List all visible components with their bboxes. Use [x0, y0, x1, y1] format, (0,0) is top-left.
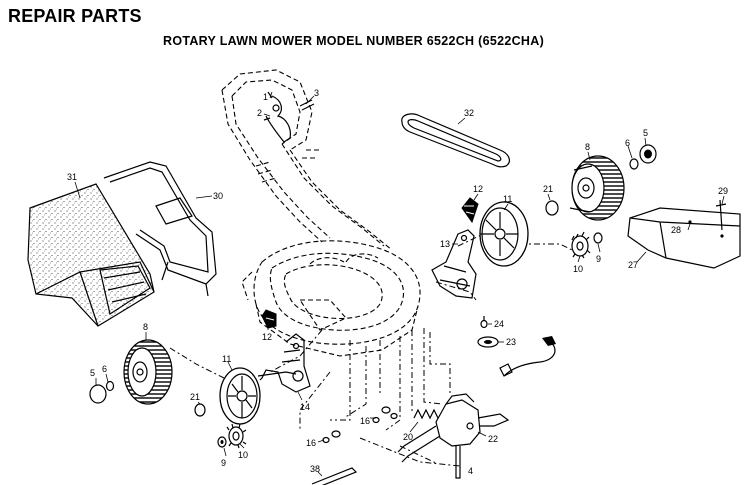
callout-5b: 5 — [90, 368, 95, 378]
page-title: REPAIR PARTS — [8, 6, 142, 26]
callout-14: 14 — [300, 402, 310, 412]
callout-23: 23 — [506, 337, 516, 347]
callout-31: 31 — [67, 172, 77, 182]
drive-belt-part — [401, 113, 510, 168]
callout-12b: 12 — [262, 332, 272, 342]
rear-wheel-right-part — [569, 155, 625, 221]
callout-38: 38 — [310, 464, 320, 474]
grass-bag-part — [27, 183, 155, 327]
callout-27: 27 — [628, 260, 638, 270]
transmission-part — [397, 393, 510, 479]
callout-9b: 9 — [221, 458, 226, 468]
drive-cable-part — [499, 336, 556, 377]
rear-deflector-part — [627, 199, 741, 269]
callout-10a: 10 — [573, 264, 583, 274]
handle-assembly-dashed — [221, 69, 393, 251]
callout-22: 22 — [488, 434, 498, 444]
callout-30: 30 — [213, 191, 223, 201]
height-adjuster-left-part — [257, 333, 311, 393]
washer-right-part — [545, 200, 559, 216]
callout-8b: 8 — [143, 322, 148, 332]
callout-20: 20 — [403, 432, 413, 442]
callout-1: 1 — [263, 92, 268, 102]
wheel-cover-right-part — [479, 201, 529, 267]
linkage-lines — [169, 227, 573, 467]
hub-cap-left-part — [89, 380, 115, 404]
callout-3: 3 — [314, 88, 319, 98]
callout-8a: 8 — [585, 142, 590, 152]
callout-16b: 16 — [360, 416, 370, 426]
mower-deck-dashed — [241, 240, 421, 357]
spring-part — [413, 408, 439, 420]
rear-wheel-left-part — [123, 339, 173, 405]
callout-6a: 6 — [625, 138, 630, 148]
callout-21b: 21 — [190, 392, 200, 402]
callout-9a: 9 — [596, 254, 601, 264]
callout-24: 24 — [494, 319, 504, 329]
wheel-cover-left-part — [219, 367, 261, 425]
callout-16a: 16 — [306, 438, 316, 448]
grass-bag-frame-part — [103, 161, 217, 297]
leader-lines — [74, 91, 725, 477]
shaft-part — [311, 467, 358, 485]
hub-cap-right-part — [629, 144, 657, 170]
callout-5a: 5 — [643, 128, 648, 138]
callout-11b: 11 — [222, 354, 231, 364]
height-adjuster-right-part — [431, 229, 477, 299]
grip-left-part — [261, 309, 277, 329]
callout-21a: 21 — [543, 184, 553, 194]
callout-11a: 11 — [503, 194, 512, 204]
callout-13: 13 — [440, 239, 450, 249]
callout-2: 2 — [257, 108, 262, 118]
callout-29: 29 — [718, 186, 728, 196]
callout-10b: 10 — [238, 450, 248, 460]
callout-32: 32 — [464, 108, 474, 118]
diagram-subtitle: ROTARY LAWN MOWER MODEL NUMBER 6522CH (6… — [163, 34, 545, 48]
grip-right-part — [461, 197, 479, 224]
washer-left-part — [194, 403, 206, 417]
callout-28: 28 — [671, 225, 681, 235]
callout-labels: 1 2 3 32 8 6 5 31 30 12 11 21 13 29 28 2… — [67, 88, 728, 476]
drive-gear-left-part — [217, 423, 247, 449]
callout-4: 4 — [468, 466, 473, 476]
handle-bracket-part — [263, 91, 315, 143]
callout-6b: 6 — [102, 364, 107, 374]
callout-12a: 12 — [473, 184, 483, 194]
